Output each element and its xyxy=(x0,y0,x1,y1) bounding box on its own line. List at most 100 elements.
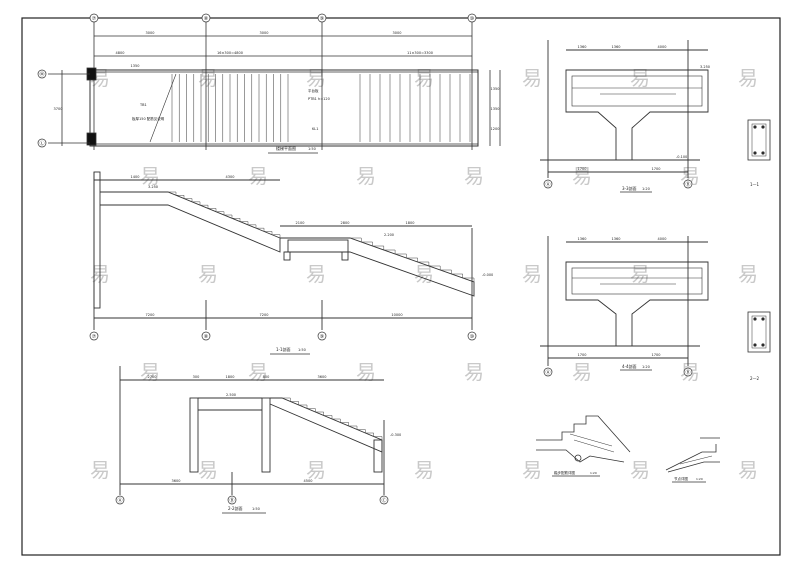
section-b-title: 4-4剖面 xyxy=(622,363,637,369)
detail-1-title-block: 踏步配筋详图 1:20 xyxy=(552,470,600,477)
axis-label: Ⓐ xyxy=(545,369,550,376)
section-a-title-block: 3-3剖面 1:20 xyxy=(620,185,652,193)
dim-text: 3600 xyxy=(172,479,181,483)
axis-label: Ⓑ xyxy=(229,497,234,504)
axis-label: Ⓒ xyxy=(381,497,386,504)
watermark-glyph: 易 xyxy=(572,164,592,188)
stair-detail-2 xyxy=(665,437,720,473)
dim-text: 1350 xyxy=(491,107,500,111)
watermark-glyph: 易 xyxy=(630,458,650,482)
axis-label: ⑨ xyxy=(320,334,324,340)
axis-label: ⑨ xyxy=(320,16,324,22)
watermark-glyph: 易 xyxy=(198,458,218,482)
watermark-glyph: 易 xyxy=(356,360,376,384)
dim-text: 4300 xyxy=(226,175,235,179)
section-2-dimensions: 2700 300 1800 800 3600 3600 4500 2.500 -… xyxy=(148,375,402,483)
section-2-title: 2-2剖面 xyxy=(228,505,243,511)
dim-text: 16×300=4800 xyxy=(217,51,243,55)
small-section-2-title: 2—2 xyxy=(750,376,760,381)
dim-text: 1350 xyxy=(491,87,500,91)
watermark-glyph: 易 xyxy=(464,164,484,188)
watermark-glyph: 易 xyxy=(414,458,434,482)
watermark-glyph: 易 xyxy=(198,262,218,286)
axis-label: Ⓜ xyxy=(39,71,44,78)
dim-text: 1700 xyxy=(578,167,587,171)
axis-label: Ⓐ xyxy=(545,181,550,188)
axis-label: Ⓐ xyxy=(117,497,122,504)
dim-text: 1700 xyxy=(652,167,661,171)
axis-label: Ⓑ xyxy=(685,181,690,188)
dim-text: 1200 xyxy=(491,127,500,131)
section-1-scale: 1:50 xyxy=(298,348,306,352)
watermark-glyph: 易 xyxy=(630,262,650,286)
watermark-glyph: 易 xyxy=(522,458,542,482)
watermark-glyph: 易 xyxy=(630,66,650,90)
watermark-glyph: 易 xyxy=(522,262,542,286)
drawing-border xyxy=(21,17,781,556)
dim-text: 2100 xyxy=(296,221,305,225)
dim-text: 1800 xyxy=(406,221,415,225)
plan-notes: TB1 板厚150 配筋见说明 平台板 PTB1 h=120 KL1 xyxy=(132,88,330,131)
dim-text: 4500 xyxy=(304,479,313,483)
watermark-glyph: 易 xyxy=(140,360,160,384)
watermark-glyph: 易 xyxy=(90,458,110,482)
dim-text: 1400 xyxy=(131,175,140,179)
detail-2-title: 节点详图 xyxy=(674,476,688,481)
dim-text: 1360 xyxy=(612,45,621,49)
plan-note: 平台板 xyxy=(308,88,319,93)
watermark-glyph: 易 xyxy=(464,360,484,384)
beam-section-b xyxy=(540,236,709,366)
section-a-bubbles: Ⓐ Ⓑ xyxy=(543,179,693,189)
stair-step-profile xyxy=(168,191,281,238)
plan-note: TB1 xyxy=(139,103,147,107)
section-a-dimensions: 1360 1360 4000 1700 1700 3.250 -0.100 xyxy=(578,45,710,171)
level-text: -0.000 xyxy=(482,273,493,277)
watermark-glyph: 易 xyxy=(738,458,758,482)
watermark-glyph: 易 xyxy=(356,164,376,188)
level-text: -0.300 xyxy=(390,433,401,437)
section-a-title: 3-3剖面 xyxy=(622,185,637,191)
stair-step-profile xyxy=(282,397,383,440)
plan-dimensions: 3000 3000 3000 4800 16×300=4800 11×300=3… xyxy=(54,31,500,131)
section-2-scale: 1:50 xyxy=(252,507,260,511)
dim-text: 4000 xyxy=(658,237,667,241)
detail-1-scale: 1:20 xyxy=(590,471,597,475)
stair-step-profile xyxy=(350,237,475,282)
stair-plan-view xyxy=(48,22,501,150)
detail-1-title: 踏步配筋详图 xyxy=(554,470,575,475)
axis-label: ⑩ xyxy=(470,334,475,340)
small-section-1-title: 1—1 xyxy=(750,182,760,187)
watermark-glyph: 易 xyxy=(140,164,160,188)
section-1-title: 1-1剖面 xyxy=(276,346,291,352)
section-1-title-block: 1-1剖面 1:50 xyxy=(270,346,310,355)
plan-treads xyxy=(149,73,471,143)
detail-2-scale: 1:20 xyxy=(696,477,703,481)
dim-text: 4000 xyxy=(658,45,667,49)
dim-text: 800 xyxy=(263,375,270,379)
detail-2-title-block: 节点详图 1:20 xyxy=(672,476,706,483)
section-a-scale: 1:20 xyxy=(642,187,650,191)
level-text: 3.250 xyxy=(148,185,158,189)
axis-label: ⑩ xyxy=(470,16,475,22)
watermark-glyph: 易 xyxy=(248,360,268,384)
plan-note: PTB1 h=120 xyxy=(308,97,330,101)
level-text: -0.100 xyxy=(676,155,687,159)
watermark-glyph: 易 xyxy=(738,66,758,90)
plan-title: 楼梯平面图 xyxy=(276,145,296,151)
plan-axis-bubbles: ⑦ ⑧ ⑨ ⑩ Ⓜ Ⓛ xyxy=(37,13,477,148)
dim-text: 4800 xyxy=(116,51,125,55)
watermark-glyph: 易 xyxy=(306,262,326,286)
section-2-title-block: 2-2剖面 1:50 xyxy=(222,505,266,514)
watermark-glyph: 易 xyxy=(522,66,542,90)
plan-note: 板厚150 配筋见说明 xyxy=(132,116,165,121)
section-b-dimensions: 1360 1360 4000 1700 1700 xyxy=(578,237,667,357)
axis-label: Ⓑ xyxy=(685,369,690,376)
watermark-glyph: 易 xyxy=(248,164,268,188)
plan-scale: 1:50 xyxy=(308,147,316,151)
dim-text: 3700 xyxy=(54,107,63,111)
dim-text: 300 xyxy=(193,375,200,379)
dim-text: 10000 xyxy=(391,313,402,317)
axis-label: Ⓛ xyxy=(39,140,44,147)
watermark-glyph: 易 xyxy=(738,262,758,286)
